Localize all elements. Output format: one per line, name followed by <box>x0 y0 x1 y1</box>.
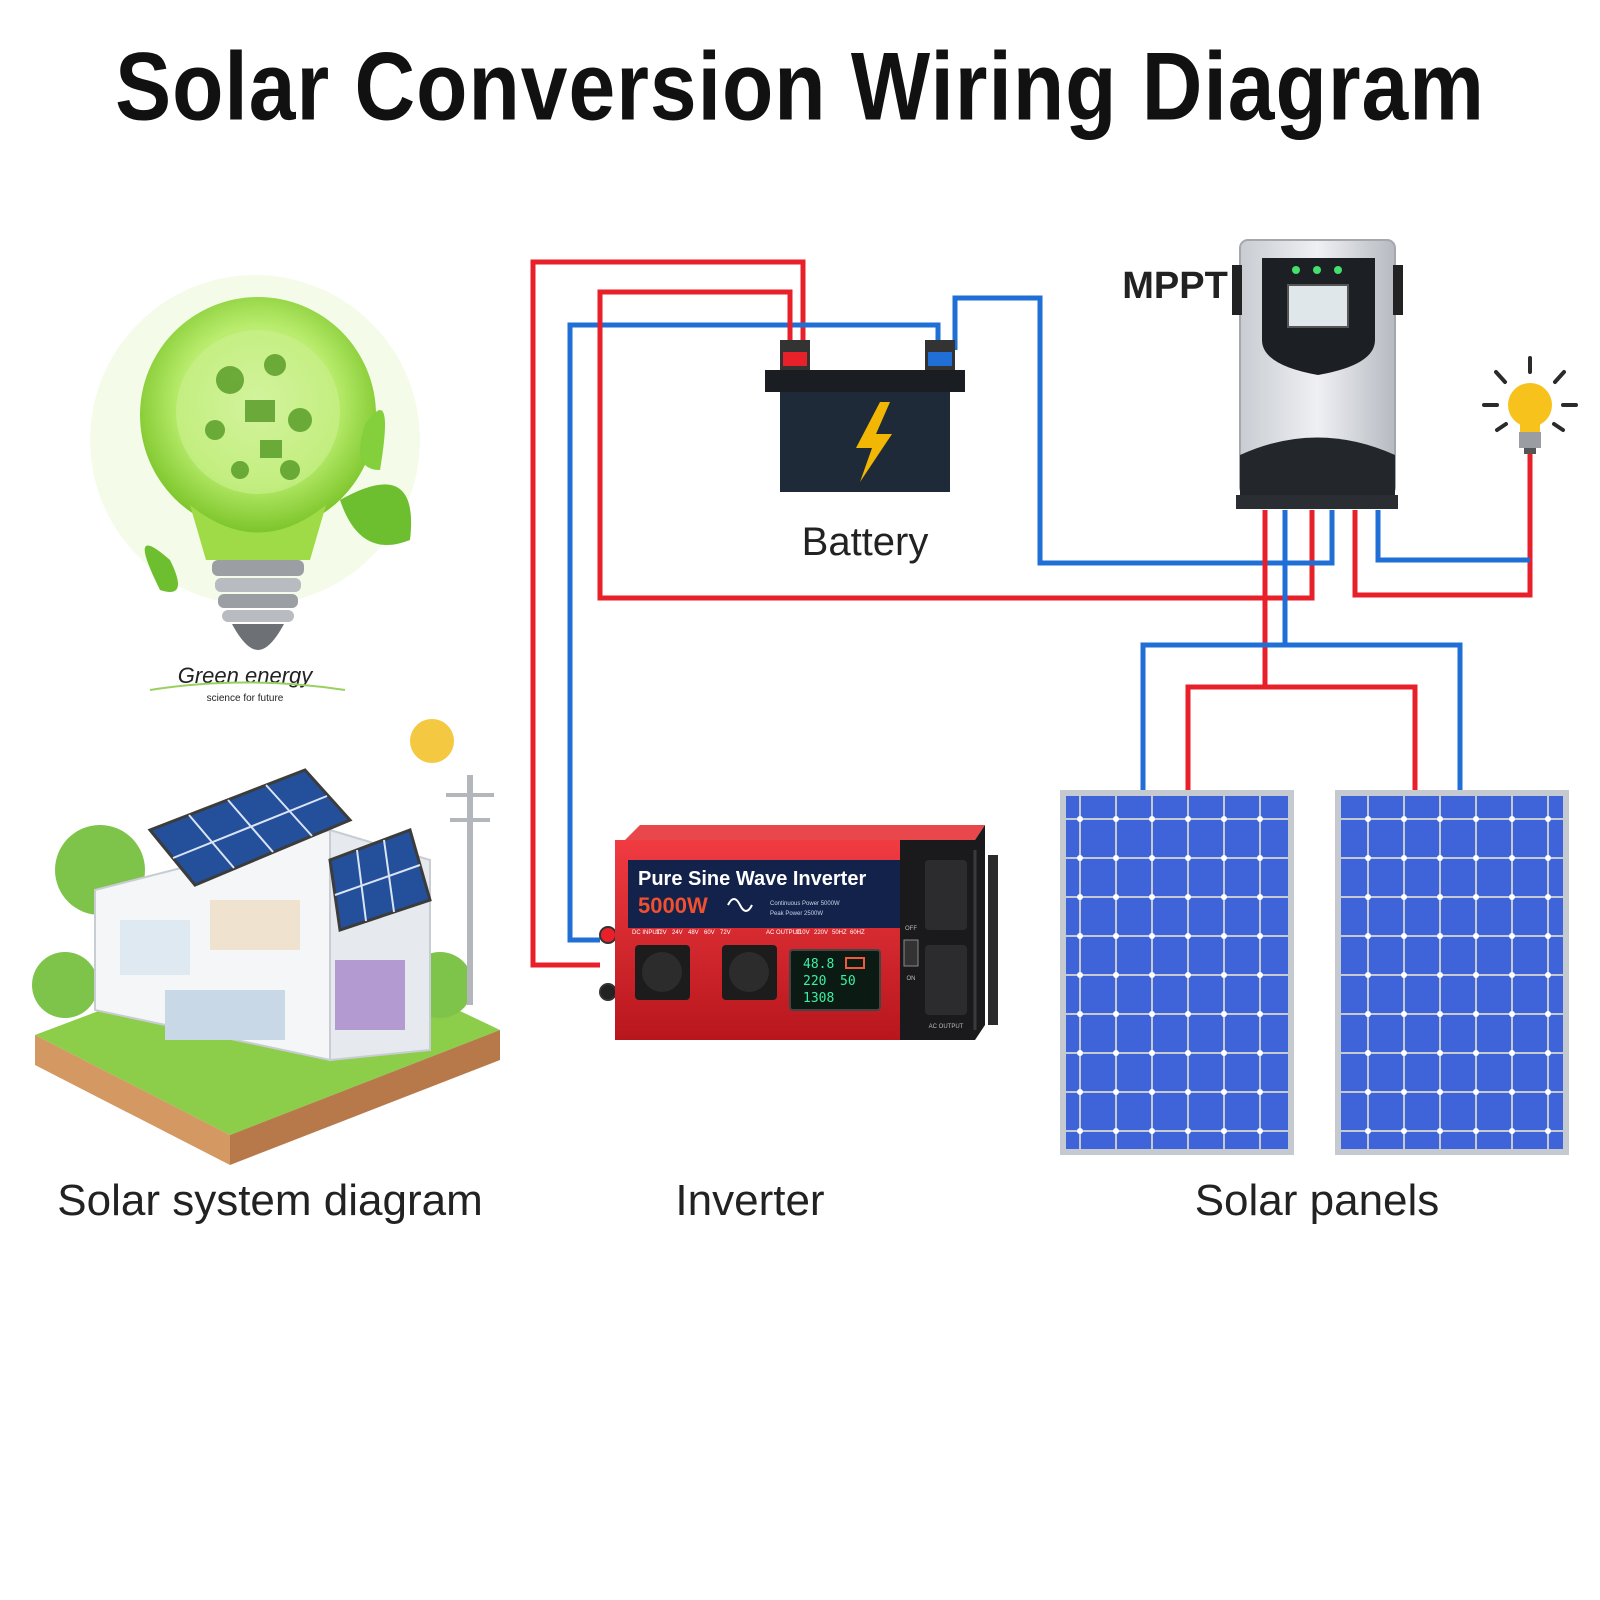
inverter: Pure Sine Wave Inverter 5000W Continuous… <box>599 825 998 1040</box>
solar-panel-left <box>1060 790 1294 1155</box>
leaf-icon <box>360 410 385 470</box>
inverter-ac-output-220v: 220V <box>814 930 828 936</box>
inverter-ac-output-50hz: 50HZ <box>832 930 847 936</box>
inverter-label: Inverter <box>675 1176 824 1225</box>
solar-system-label: Solar system diagram <box>57 1176 482 1225</box>
page-title: Solar Conversion Wiring Diagram <box>115 31 1485 140</box>
eco-icons <box>205 354 312 480</box>
wire-battery-mppt-positive <box>597 289 1315 601</box>
side-ac-socket <box>925 860 967 930</box>
switch-on-label: ON <box>907 976 916 982</box>
wire-mppt-panels-positive <box>1185 510 1268 790</box>
sine-wave-icon <box>727 898 753 912</box>
solar-house-illustration <box>32 719 500 1165</box>
inverter-ac-output-60hz: 60HZ <box>850 930 865 936</box>
wire-mppt-panels-negative-2 <box>1143 642 1463 790</box>
battery-label: Battery <box>802 520 929 564</box>
inverter-power: 5000W <box>638 893 708 918</box>
side-ac-socket-2 <box>925 945 967 1015</box>
side-ac-output-label: AC OUTPUT <box>929 1024 964 1030</box>
inverter-ac-output-label: AC OUTPUT: <box>766 930 802 936</box>
mppt-controller: MPPT <box>1122 239 1403 509</box>
inverter-display <box>789 949 881 1011</box>
lightning-bolt-icon <box>856 402 892 482</box>
battery: Battery <box>765 340 965 564</box>
battery-level-icon <box>845 957 865 969</box>
inverter-spec-continuous: Continuous Power 5000W <box>770 901 840 907</box>
inverter-dc-input-72v: 72V <box>720 930 731 936</box>
leaf-icon <box>340 484 412 545</box>
solar-panel-right <box>1335 790 1569 1155</box>
inverter-dc-input-label: DC INPUT: <box>632 930 662 936</box>
power-switch <box>903 939 919 967</box>
wire-battery-mppt-negative <box>952 295 1335 566</box>
inverter-spec-peak: Peak Power 2500W <box>770 911 823 917</box>
wire-mppt-panels-positive-2 <box>1188 684 1418 790</box>
leaf-icon <box>144 545 178 592</box>
wire-mppt-lamp-negative <box>1375 510 1530 563</box>
wires <box>530 259 1533 968</box>
inverter-dc-input-24v: 24V <box>672 930 683 936</box>
solar-panels-label: Solar panels <box>1195 1176 1440 1225</box>
wire-battery-inverter-negative <box>567 322 941 943</box>
green-energy-bulb: Green energy science for future <box>90 275 420 704</box>
inverter-dc-input-60v: 60V <box>704 930 715 936</box>
display-line-2b: 50 <box>840 974 856 989</box>
display-line-3: 1308 <box>803 991 834 1006</box>
switch-off-label: OFF <box>905 926 917 932</box>
mppt-label: MPPT <box>1122 265 1228 307</box>
display-line-2a: 220 <box>803 974 826 989</box>
inverter-name: Pure Sine Wave Inverter <box>638 868 866 890</box>
inverter-ac-output-110v: 110V <box>796 930 810 936</box>
wire-battery-inverter-positive <box>530 259 806 968</box>
lightbulb-icon <box>1482 356 1578 454</box>
green-energy-sublabel: science for future <box>207 693 284 704</box>
mppt-display <box>1287 284 1349 328</box>
sun-icon <box>410 719 454 763</box>
inverter-dc-input-48v: 48V <box>688 930 699 936</box>
wire-mppt-lamp-positive <box>1352 450 1533 598</box>
display-line-1: 48.8 <box>803 957 834 972</box>
inverter-dc-input-12v: 12V <box>656 930 667 936</box>
